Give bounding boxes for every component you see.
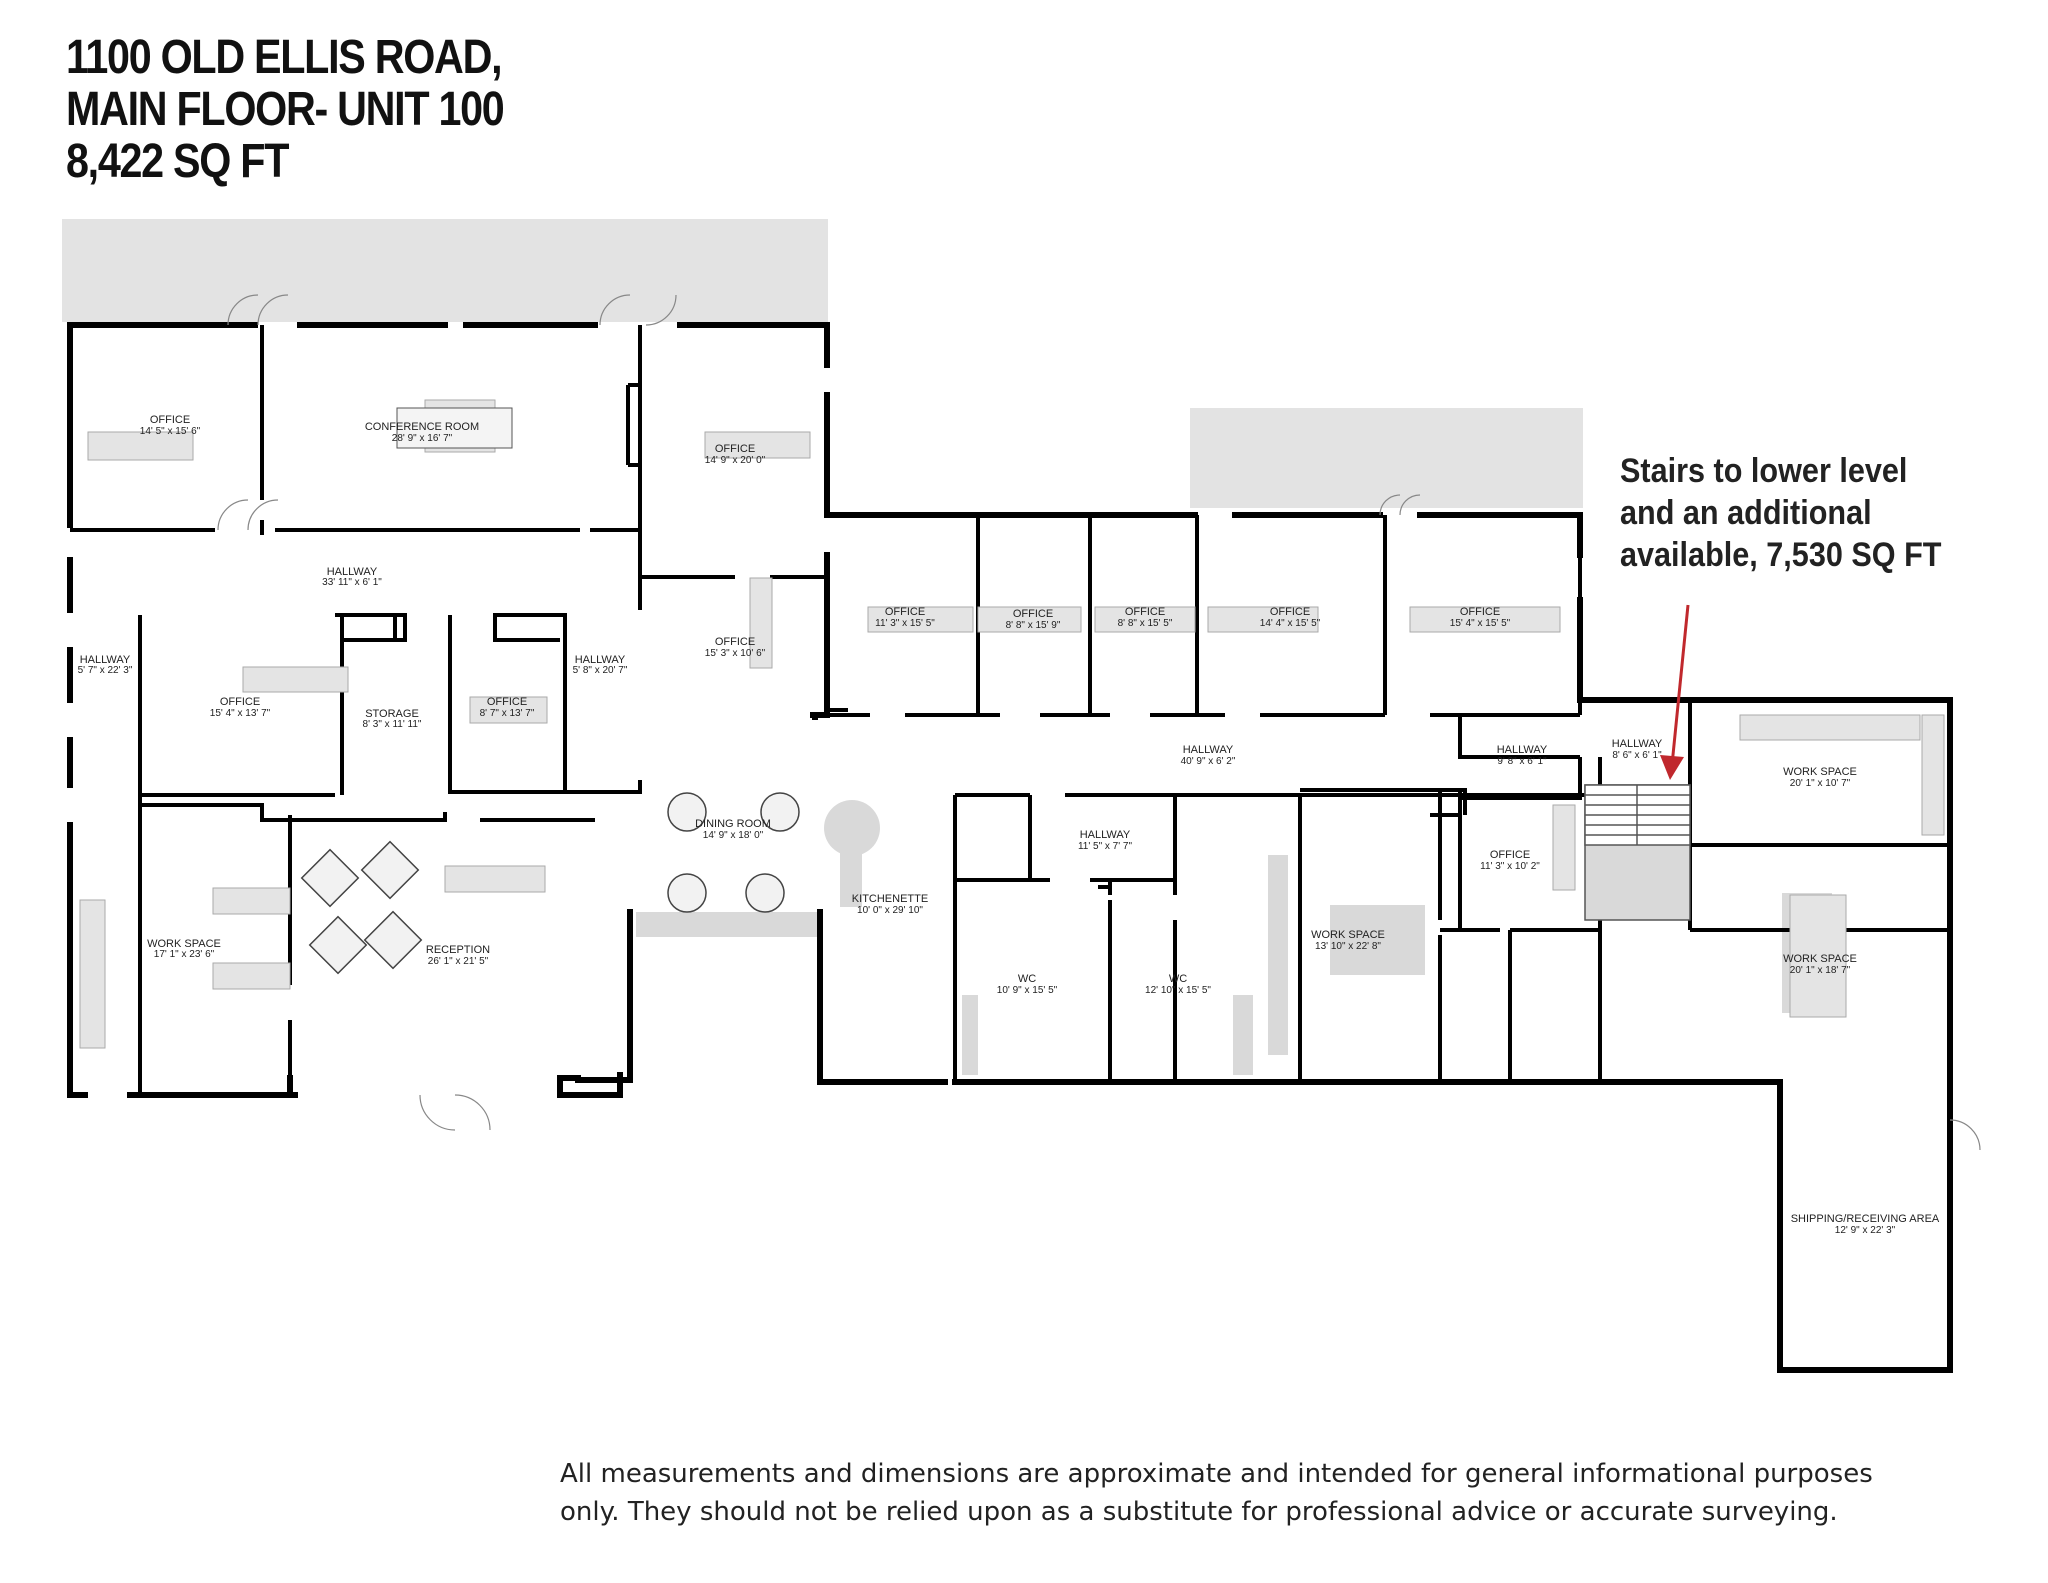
- room-shipping-dim: 12' 9" x 22' 3": [1835, 1225, 1896, 1236]
- stairs: [1584, 784, 1691, 921]
- room-office-9-dim: 14' 4" x 15' 5": [1260, 618, 1321, 629]
- room-hallway-left-dim: 5' 7" x 22' 3": [78, 665, 133, 676]
- room-shipping-name: SHIPPING/RECEIVING AREA: [1791, 1213, 1940, 1225]
- stairs-callout: Stairs to lower level and an additional …: [1620, 450, 1941, 576]
- side-patio: [1190, 408, 1583, 508]
- room-hallway-1-name: HALLWAY: [327, 566, 378, 578]
- title-address: 1100 OLD ELLIS ROAD,: [66, 31, 503, 84]
- room-hallway-2-dim: 5' 8" x 20' 7": [573, 665, 628, 676]
- room-office-3-name: OFFICE: [220, 696, 260, 708]
- room-office-11-name: OFFICE: [1490, 849, 1530, 861]
- room-labels: OFFICE 14' 5" x 15' 6" CONFERENCE ROOM 2…: [78, 414, 1940, 1236]
- front-patio: [62, 219, 828, 322]
- room-hallway-6-dim: 11' 5" x 7' 7": [1078, 841, 1133, 852]
- room-office-3-dim: 15' 4" x 13' 7": [210, 708, 271, 719]
- room-hallway-5-name: HALLWAY: [1612, 738, 1663, 750]
- room-hallway-5-dim: 8' 6" x 6' 1": [1612, 750, 1662, 761]
- room-storage-name: STORAGE: [365, 708, 419, 720]
- room-work-space-4-dim: 20' 1" x 18' 7": [1790, 965, 1851, 976]
- room-office-8-name: OFFICE: [1125, 606, 1165, 618]
- room-wc-2-name: WC: [1169, 973, 1187, 985]
- disclaimer-line-1: All measurements and dimensions are appr…: [560, 1459, 1873, 1489]
- disclaimer: All measurements and dimensions are appr…: [560, 1455, 2000, 1531]
- callout-line-3: available, 7,530 SQ FT: [1620, 536, 1942, 574]
- room-office-2-dim: 14' 9" x 20' 0": [705, 455, 766, 466]
- room-office-4-dim: 8' 7" x 13' 7": [480, 708, 535, 719]
- room-reception-dim: 26' 1" x 21' 5": [428, 956, 489, 967]
- room-conference-dim: 28' 9" x 16' 7": [392, 433, 453, 444]
- room-hallway-3-dim: 40' 9" x 6' 2": [1181, 756, 1236, 767]
- room-office-5-dim: 15' 3" x 10' 6": [705, 648, 766, 659]
- room-reception-name: RECEPTION: [426, 944, 490, 956]
- callout-line-1: Stairs to lower level: [1620, 452, 1908, 490]
- room-hallway-4-name: HALLWAY: [1497, 744, 1548, 756]
- room-office-2-name: OFFICE: [715, 443, 755, 455]
- room-dining-name: DINING ROOM: [695, 818, 771, 830]
- room-office-7-name: OFFICE: [1013, 608, 1053, 620]
- disclaimer-line-2: only. They should not be relied upon as …: [560, 1497, 1838, 1527]
- room-office-6-name: OFFICE: [885, 606, 925, 618]
- room-office-11-dim: 11' 3" x 10' 2": [1480, 861, 1540, 872]
- room-office-9-name: OFFICE: [1270, 606, 1310, 618]
- room-work-space-1-name: WORK SPACE: [1783, 766, 1857, 778]
- room-office-5-name: OFFICE: [715, 636, 755, 648]
- doors: [217, 294, 1981, 1151]
- callout-arrowhead: [1660, 755, 1684, 780]
- room-hallway-2-name: HALLWAY: [575, 654, 626, 666]
- room-office-7-dim: 8' 8" x 15' 9": [1006, 620, 1061, 631]
- room-hallway-3-name: HALLWAY: [1183, 744, 1234, 756]
- room-work-space-2-dim: 17' 1" x 23' 6": [154, 949, 215, 960]
- room-hallway-6-name: HALLWAY: [1080, 829, 1131, 841]
- room-wc-1-name: WC: [1018, 973, 1036, 985]
- room-hallway-1-dim: 33' 11" x 6' 1": [322, 577, 382, 588]
- room-wc-1-dim: 10' 9" x 15' 5": [997, 985, 1058, 996]
- room-office-6-dim: 11' 3" x 15' 5": [875, 618, 935, 629]
- room-office-1-dim: 14' 5" x 15' 6": [140, 426, 201, 437]
- room-office-4-name: OFFICE: [487, 696, 527, 708]
- furniture: [79, 399, 1945, 1049]
- room-work-space-4-name: WORK SPACE: [1783, 953, 1857, 965]
- room-hallway-4-dim: 9' 8" x 6' 1": [1497, 756, 1547, 767]
- room-hallway-left-name: HALLWAY: [80, 654, 131, 666]
- room-work-space-3-dim: 13' 10" x 22' 8": [1315, 941, 1381, 952]
- callout-line-2: and an additional: [1620, 494, 1872, 532]
- room-work-space-3-name: WORK SPACE: [1311, 929, 1385, 941]
- title-unit: MAIN FLOOR- UNIT 100: [66, 83, 505, 136]
- room-kitchenette-name: KITCHENETTE: [852, 893, 928, 905]
- room-office-1-name: OFFICE: [150, 414, 190, 426]
- room-conference-name: CONFERENCE ROOM: [365, 421, 479, 433]
- page-title: 1100 OLD ELLIS ROAD, MAIN FLOOR- UNIT 10…: [66, 31, 505, 188]
- room-dining-dim: 14' 9" x 18' 0": [703, 830, 764, 841]
- room-wc-2-dim: 12' 10" x 15' 5": [1145, 985, 1211, 996]
- room-office-10-name: OFFICE: [1460, 606, 1500, 618]
- room-office-8-dim: 8' 8" x 15' 5": [1118, 618, 1173, 629]
- title-area: 8,422 SQ FT: [66, 135, 289, 188]
- callout-arrow: [1670, 604, 1690, 766]
- room-kitchenette-dim: 10' 0" x 29' 10": [857, 905, 923, 916]
- room-office-10-dim: 15' 4" x 15' 5": [1450, 618, 1511, 629]
- room-work-space-2-name: WORK SPACE: [147, 938, 221, 950]
- room-work-space-1-dim: 20' 1" x 10' 7": [1790, 778, 1851, 789]
- room-storage-dim: 8' 3" x 11' 11": [363, 719, 422, 730]
